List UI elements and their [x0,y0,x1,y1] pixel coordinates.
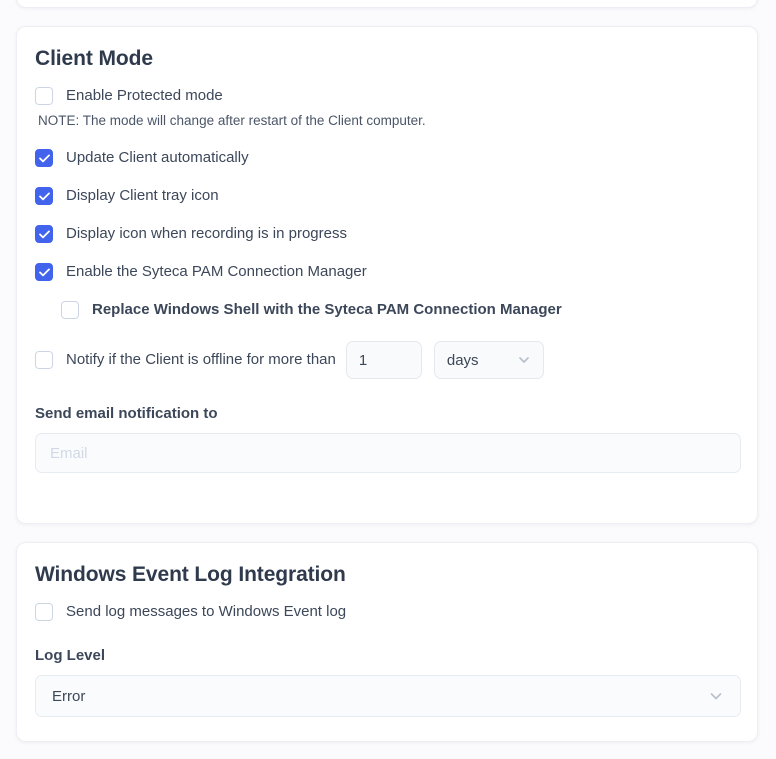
notify-offline-unit-value: days [446,351,479,369]
check-icon [38,192,50,200]
recording-icon-checkbox[interactable] [35,225,53,243]
log-level-select[interactable]: Error [35,675,741,717]
tray-icon-row[interactable]: Display Client tray icon [35,187,739,205]
notify-offline-checkbox[interactable] [35,351,53,369]
client-mode-card: Client Mode Enable Protected mode NOTE: … [16,26,758,524]
protected-mode-note: NOTE: The mode will change after restart… [38,113,426,128]
tray-icon-label[interactable]: Display Client tray icon [66,187,219,204]
pam-connection-manager-checkbox[interactable] [35,263,53,281]
check-icon [38,230,50,238]
update-client-row[interactable]: Update Client automatically [35,149,739,167]
check-icon [38,268,50,276]
protected-mode-checkbox[interactable] [35,87,53,105]
notify-offline-unit-select[interactable]: days [433,341,544,379]
log-level-label: Log Level [35,647,106,664]
previous-card-sliver [16,0,758,8]
email-notification-label: Send email notification to [35,405,218,422]
send-log-messages-checkbox[interactable] [35,603,53,621]
pam-connection-manager-label[interactable]: Enable the Syteca PAM Connection Manager [66,263,367,280]
replace-shell-row[interactable]: Replace Windows Shell with the Syteca PA… [61,301,739,319]
check-icon [38,154,50,162]
send-log-messages-label[interactable]: Send log messages to Windows Event log [66,603,347,620]
chevron-down-icon [517,353,531,367]
update-client-checkbox[interactable] [35,149,53,167]
log-level-value: Error [52,687,86,705]
tray-icon-checkbox[interactable] [35,187,53,205]
update-client-label[interactable]: Update Client automatically [66,149,249,166]
replace-shell-checkbox[interactable] [61,301,79,319]
protected-mode-row[interactable]: Enable Protected mode [35,87,739,105]
windows-event-log-title: Windows Event Log Integration [35,563,346,586]
notify-offline-row: Notify if the Client is offline for more… [35,341,739,379]
protected-mode-label[interactable]: Enable Protected mode [66,87,223,104]
notify-offline-amount-input[interactable] [345,341,422,379]
replace-shell-label[interactable]: Replace Windows Shell with the Syteca PA… [92,301,562,318]
email-notification-input[interactable] [35,433,741,473]
pam-connection-manager-row[interactable]: Enable the Syteca PAM Connection Manager [35,263,739,281]
recording-icon-label[interactable]: Display icon when recording is in progre… [66,225,347,242]
recording-icon-row[interactable]: Display icon when recording is in progre… [35,225,739,243]
send-log-messages-row[interactable]: Send log messages to Windows Event log [35,603,739,621]
chevron-down-icon [708,688,724,704]
client-mode-title: Client Mode [35,47,153,70]
notify-offline-label[interactable]: Notify if the Client is offline for more… [66,351,336,368]
windows-event-log-card: Windows Event Log Integration Send log m… [16,542,758,742]
